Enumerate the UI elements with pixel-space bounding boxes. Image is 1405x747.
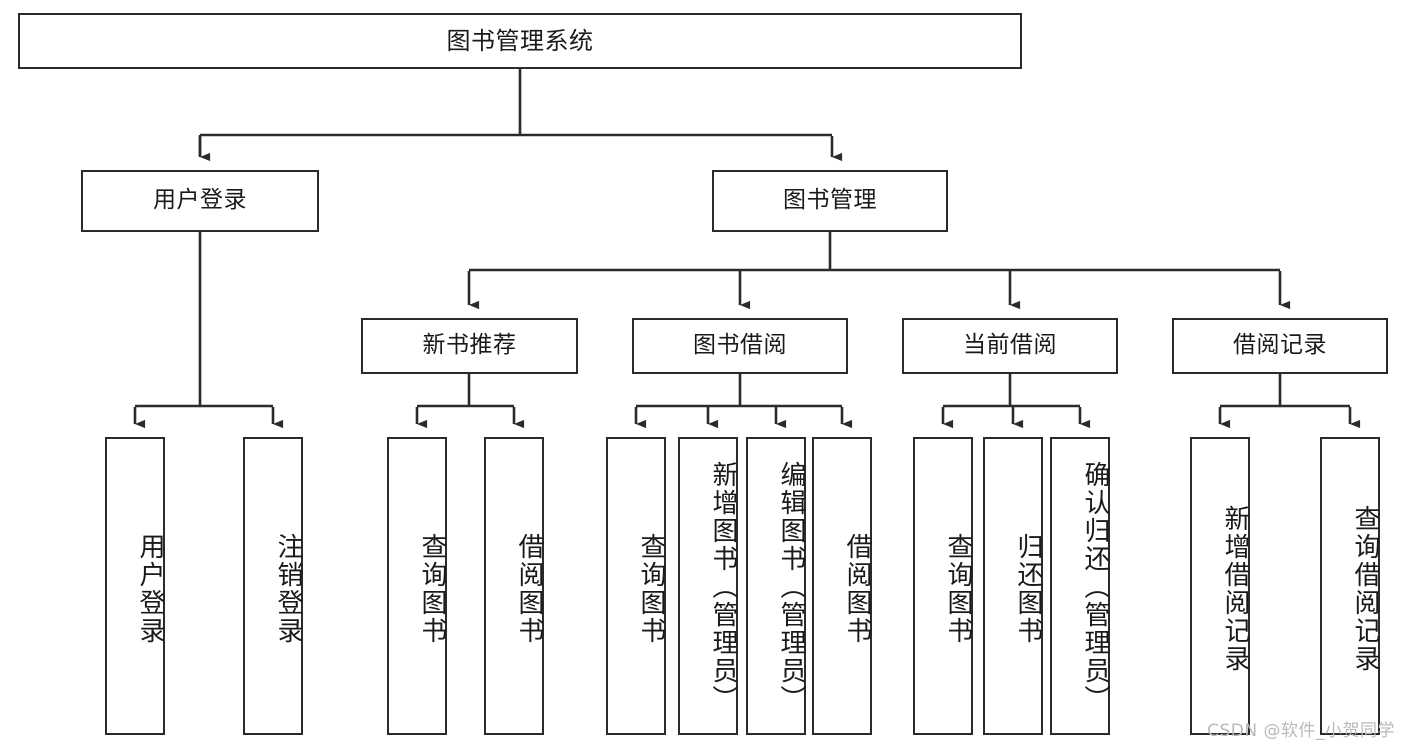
leaf-borrow-book-recommend[interactable]: 借阅图书	[484, 437, 544, 735]
leaf-edit-book-admin[interactable]: 编辑图书（管理员）	[746, 437, 806, 735]
edge-newbook-to-leaves	[415, 374, 525, 429]
leaf-return-book[interactable]: 归还图书	[983, 437, 1043, 735]
leaf-borrow-book[interactable]: 借阅图书	[812, 437, 872, 735]
node-user-login[interactable]: 用户登录	[81, 170, 319, 232]
edge-bookborrow-to-leaves	[634, 374, 853, 429]
node-root-system[interactable]: 图书管理系统	[18, 13, 1022, 69]
node-book-borrow[interactable]: 图书借阅	[632, 318, 848, 374]
edge-root-to-level1	[198, 69, 843, 162]
leaf-user-logout[interactable]: 注销登录	[243, 437, 303, 735]
edge-currentborrow-to-leaves	[941, 374, 1091, 429]
node-book-management[interactable]: 图书管理	[712, 170, 948, 232]
leaf-query-borrow-record[interactable]: 查询借阅记录	[1320, 437, 1380, 735]
edge-login-to-leaves	[133, 232, 284, 429]
leaf-query-book-recommend[interactable]: 查询图书	[387, 437, 447, 735]
leaf-add-book-admin[interactable]: 新增图书（管理员）	[678, 437, 738, 735]
edge-bookmgmt-to-level2	[467, 232, 1291, 310]
node-borrow-record[interactable]: 借阅记录	[1172, 318, 1388, 374]
leaf-query-book-borrow[interactable]: 查询图书	[606, 437, 666, 735]
leaf-user-login[interactable]: 用户登录	[105, 437, 165, 735]
csdn-watermark: CSDN @软件_小贺同学	[1207, 721, 1395, 741]
leaf-confirm-return-admin[interactable]: 确认归还（管理员）	[1050, 437, 1110, 735]
edge-borrowrecord-to-leaves	[1218, 374, 1361, 429]
leaf-add-borrow-record[interactable]: 新增借阅记录	[1190, 437, 1250, 735]
node-current-borrow[interactable]: 当前借阅	[902, 318, 1118, 374]
node-new-book-recommend[interactable]: 新书推荐	[361, 318, 578, 374]
leaf-query-book-current[interactable]: 查询图书	[913, 437, 973, 735]
